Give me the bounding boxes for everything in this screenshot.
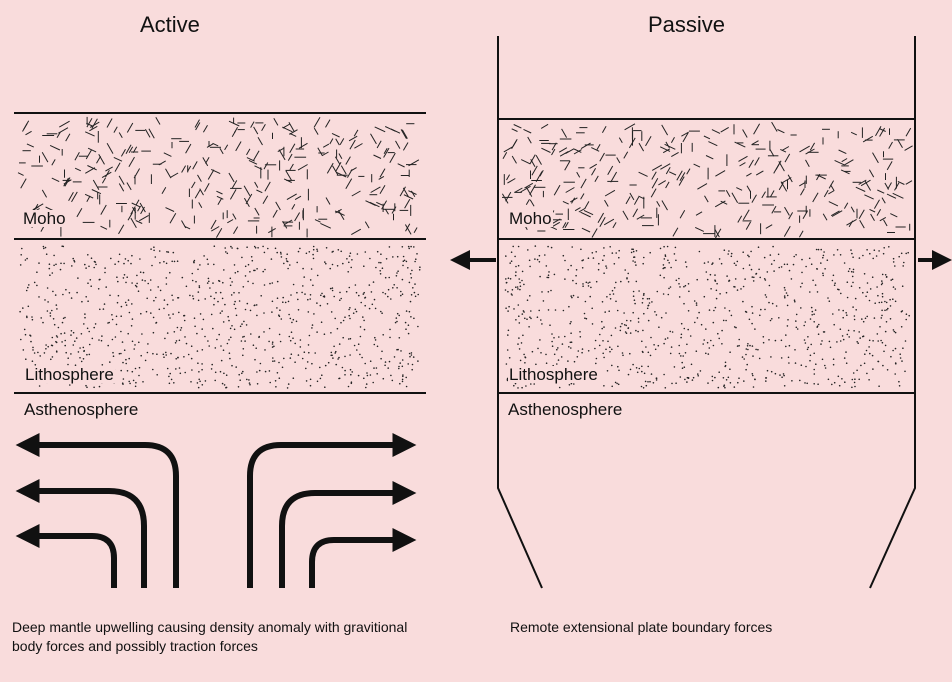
- upwelling-flow-arrows: [30, 445, 402, 588]
- passive-title: Passive: [648, 12, 725, 38]
- flow-arrow-right-inner: [312, 540, 402, 588]
- active-panel: [14, 113, 426, 588]
- passive-lithosphere-label: Lithosphere: [508, 366, 599, 383]
- active-crust-texture: [18, 117, 419, 238]
- passive-moho-label: Moho: [508, 210, 553, 227]
- passive-asthenosphere-label: Asthenosphere: [508, 401, 622, 418]
- active-lithosphere-label: Lithosphere: [24, 366, 115, 383]
- passive-panel: [462, 36, 940, 588]
- passive-caption: Remote extensional plate boundary forces: [510, 618, 910, 637]
- flow-arrow-left-middle: [30, 491, 144, 588]
- active-asthenosphere-label: Asthenosphere: [24, 401, 138, 418]
- flow-arrow-right-outer: [250, 445, 402, 588]
- active-moho-label: Moho: [22, 210, 67, 227]
- active-caption: Deep mantle upwelling causing density an…: [12, 618, 432, 656]
- flow-arrow-left-inner: [30, 536, 114, 588]
- passive-crust-texture: [502, 122, 913, 239]
- flow-arrow-left-outer: [30, 445, 176, 588]
- active-title: Active: [140, 12, 200, 38]
